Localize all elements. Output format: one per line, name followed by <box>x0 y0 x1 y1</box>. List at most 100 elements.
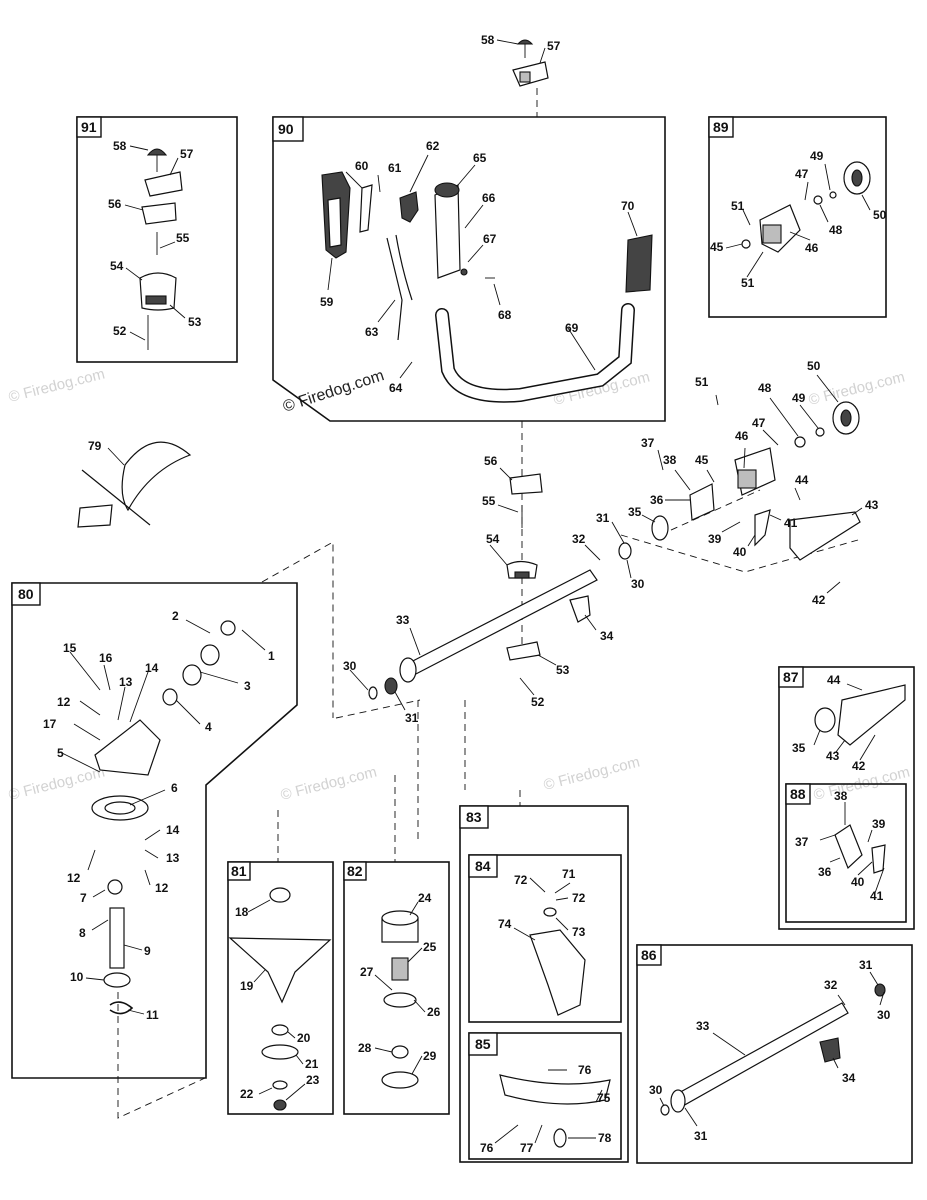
group-80-parts <box>91 620 236 1015</box>
callout-5: 5 <box>57 746 64 760</box>
group-88-label: 88 <box>790 786 806 802</box>
callout-30: 30 <box>631 577 645 591</box>
callouts: 58 57 58 57 56 55 54 53 52 60 61 62 65 6… <box>43 33 891 1155</box>
group-91-label: 91 <box>81 119 97 135</box>
dashed-connectors <box>117 88 859 1119</box>
callout-33: 33 <box>396 613 410 627</box>
group-90-parts <box>321 171 653 403</box>
callout-45: 45 <box>710 240 724 254</box>
callout-48: 48 <box>758 381 772 395</box>
callout-79: 79 <box>88 439 102 453</box>
callout-49: 49 <box>810 149 824 163</box>
callout-2: 2 <box>172 609 179 623</box>
callout-7: 7 <box>80 891 87 905</box>
callout-12: 12 <box>57 695 71 709</box>
group-boxes: 91 90 89 80 81 82 83 84 85 87 <box>11 116 915 1164</box>
group-84-85-parts <box>499 907 611 1148</box>
callout-46: 46 <box>735 429 749 443</box>
group-90-box <box>272 116 666 422</box>
callout-55: 55 <box>176 231 190 245</box>
top-throttle-clamp <box>512 39 549 87</box>
callout-37: 37 <box>795 835 809 849</box>
callout-34: 34 <box>842 1071 856 1085</box>
callout-76: 76 <box>480 1141 494 1155</box>
callout-31: 31 <box>405 711 419 725</box>
callout-28: 28 <box>358 1041 372 1055</box>
callout-35: 35 <box>628 505 642 519</box>
callout-31: 31 <box>694 1129 708 1143</box>
callout-47: 47 <box>795 167 809 181</box>
group-83-label: 83 <box>466 809 482 825</box>
callout-50: 50 <box>873 208 887 222</box>
callout-43: 43 <box>826 749 840 763</box>
callout-49: 49 <box>792 391 806 405</box>
callout-48: 48 <box>829 223 843 237</box>
callout-35: 35 <box>792 741 806 755</box>
callout-19: 19 <box>240 979 254 993</box>
callout-67: 67 <box>483 232 497 246</box>
group-85-box <box>468 1032 622 1160</box>
callout-14: 14 <box>166 823 180 837</box>
group-89-box <box>708 116 887 318</box>
group-85-label: 85 <box>475 1036 491 1052</box>
callout-46: 46 <box>805 241 819 255</box>
callout-15: 15 <box>63 641 77 655</box>
group-83-box <box>459 805 629 1163</box>
callout-52: 52 <box>113 324 127 338</box>
callout-37: 37 <box>641 436 655 450</box>
callout-31: 31 <box>859 958 873 972</box>
callout-44: 44 <box>795 473 809 487</box>
group-86-parts <box>660 983 886 1116</box>
callout-68: 68 <box>498 308 512 322</box>
callout-50: 50 <box>807 359 821 373</box>
group-82-parts <box>381 910 419 1089</box>
callout-51: 51 <box>741 276 755 290</box>
callout-30: 30 <box>649 1083 663 1097</box>
callout-36: 36 <box>650 493 664 507</box>
callout-45: 45 <box>695 453 709 467</box>
callout-60: 60 <box>355 159 369 173</box>
callout-77: 77 <box>520 1141 534 1155</box>
group-91-parts <box>139 148 183 350</box>
callout-52: 52 <box>531 695 545 709</box>
callout-1: 1 <box>268 649 275 663</box>
watermark: © Firedog.com <box>542 754 642 794</box>
group-84-label: 84 <box>475 858 491 874</box>
callout-53: 53 <box>188 315 202 329</box>
callout-41: 41 <box>870 889 884 903</box>
callout-9: 9 <box>144 944 151 958</box>
callout-55: 55 <box>482 494 496 508</box>
callout-3: 3 <box>244 679 251 693</box>
callout-26: 26 <box>427 1005 441 1019</box>
callout-57: 57 <box>547 39 561 53</box>
callout-16: 16 <box>99 651 113 665</box>
callout-30: 30 <box>877 1008 891 1022</box>
callout-63: 63 <box>365 325 379 339</box>
group-89-label: 89 <box>713 119 729 135</box>
group-86-box <box>636 944 913 1164</box>
callout-39: 39 <box>872 817 886 831</box>
group-86-label: 86 <box>641 947 657 963</box>
callout-18: 18 <box>235 905 249 919</box>
callout-21: 21 <box>305 1057 319 1071</box>
callout-12: 12 <box>155 881 169 895</box>
callout-10: 10 <box>70 970 84 984</box>
callout-69: 69 <box>565 321 579 335</box>
callout-65: 65 <box>473 151 487 165</box>
callout-38: 38 <box>834 789 848 803</box>
callout-34: 34 <box>600 629 614 643</box>
callout-31: 31 <box>596 511 610 525</box>
group-82-label: 82 <box>347 863 363 879</box>
callout-43: 43 <box>865 498 879 512</box>
callout-17: 17 <box>43 717 57 731</box>
group-82-box <box>343 861 450 1115</box>
callout-41: 41 <box>784 516 798 530</box>
callout-11: 11 <box>146 1008 159 1022</box>
callout-24: 24 <box>418 891 432 905</box>
callout-32: 32 <box>824 978 838 992</box>
group-89-parts <box>741 161 871 253</box>
callout-23: 23 <box>306 1073 320 1087</box>
callout-51: 51 <box>695 375 709 389</box>
group-80-box <box>11 582 298 1079</box>
callout-42: 42 <box>812 593 826 607</box>
